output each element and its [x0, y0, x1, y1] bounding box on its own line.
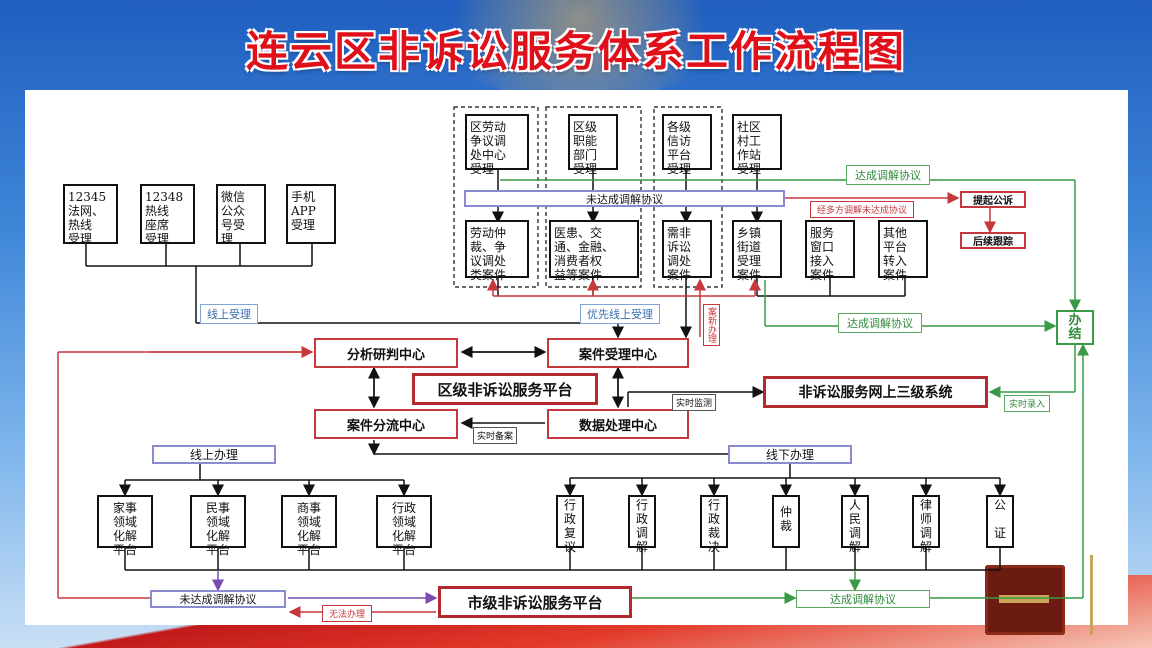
intake-12345-hotline: 12345 法网、 热线 受理	[63, 184, 118, 246]
petition-platform: 各级 信访 平台 受理	[662, 114, 712, 176]
no-agreement-label-top: 未达成调解协议	[464, 190, 785, 207]
medical-traffic-cases: 医患、交 通、金融、 消费者权 益等案件	[549, 220, 639, 282]
agreement-label-mid: 达成调解协议	[838, 313, 922, 333]
agreement-label-bottom: 达成调解协议	[796, 590, 930, 608]
case-diversion-center: 案件分流中心	[314, 409, 458, 439]
realtime-entry-label: 实时录入	[1004, 395, 1051, 412]
analysis-center: 分析研判中心	[314, 338, 458, 368]
case-acceptance-center: 案件受理中心	[547, 338, 689, 368]
township-cases: 乡镇 街道 受理 案件	[732, 220, 782, 282]
admin-mediation: 行 政 调 解	[628, 495, 656, 554]
justice-scale-icon	[1090, 555, 1143, 635]
lawyer-mediation: 律 师 调 解	[912, 495, 940, 554]
arbitration: 仲 裁	[772, 495, 800, 548]
commercial-platform: 商事 领域 化解 平台	[281, 495, 337, 557]
intake-mobile-app: 手机 APP 受理	[286, 184, 336, 244]
admin-platform: 行政 领域 化解 平台	[376, 495, 432, 557]
multi-party-no-agreement-label: 经多方调解未达成协议	[810, 201, 915, 218]
case-closed-box: 办 结	[1056, 310, 1094, 345]
service-window-cases: 服务 窗口 接入 案件	[805, 220, 855, 282]
unable-to-handle-label: 无法办理	[322, 605, 373, 622]
online-handling-label: 线上办理	[152, 445, 276, 464]
civil-platform: 民事 领域 化解 平台	[190, 495, 246, 557]
city-platform: 市级非诉讼服务平台	[438, 586, 632, 618]
notarization: 公 证	[986, 495, 1014, 548]
priority-online-label: 优先线上受理	[580, 304, 660, 324]
no-agreement-label-bottom: 未达成调解协议	[150, 590, 286, 608]
data-processing-center: 数据处理中心	[547, 409, 689, 439]
labor-cases: 劳动仲 裁、争 议调处 类案件	[465, 220, 529, 282]
realtime-record-label: 实时备案	[473, 427, 518, 444]
new-case-label: 案新办理	[703, 304, 720, 346]
intake-wechat: 微信 公众 号受 理	[216, 184, 266, 246]
district-platform: 区级非诉讼服务平台	[412, 373, 598, 405]
realtime-monitor-label: 实时监测	[672, 394, 717, 411]
community-workstation: 社区 村工 作站 受理	[732, 114, 782, 176]
law-books-icon	[985, 565, 1065, 635]
admin-ruling: 行 政 裁 决	[700, 495, 728, 554]
family-platform: 家事 领域 化解 平台	[97, 495, 153, 557]
online-three-level-system: 非诉讼服务网上三级系统	[763, 376, 988, 408]
follow-up-box: 后续跟踪	[960, 232, 1026, 249]
people-mediation: 人 民 调 解	[841, 495, 869, 554]
functional-dept: 区级 职能 部门 受理	[568, 114, 618, 176]
intake-12348-hotline: 12348 热线 座席 受理	[140, 184, 195, 246]
agreement-label-top: 达成调解协议	[846, 165, 930, 185]
admin-reconsideration: 行 政 复 议	[556, 495, 584, 554]
online-intake-label: 线上受理	[200, 304, 258, 324]
other-platform-cases: 其他 平台 转入 案件	[878, 220, 928, 282]
non-litigation-cases: 需非 诉讼 调处 案件	[662, 220, 712, 282]
labor-dispute-center: 区劳动 争议调 处中心 受理	[465, 114, 529, 176]
page-title: 连云区非诉讼服务体系工作流程图	[245, 27, 906, 76]
lawsuit-box: 提起公诉	[960, 191, 1026, 208]
offline-handling-label: 线下办理	[728, 445, 852, 464]
